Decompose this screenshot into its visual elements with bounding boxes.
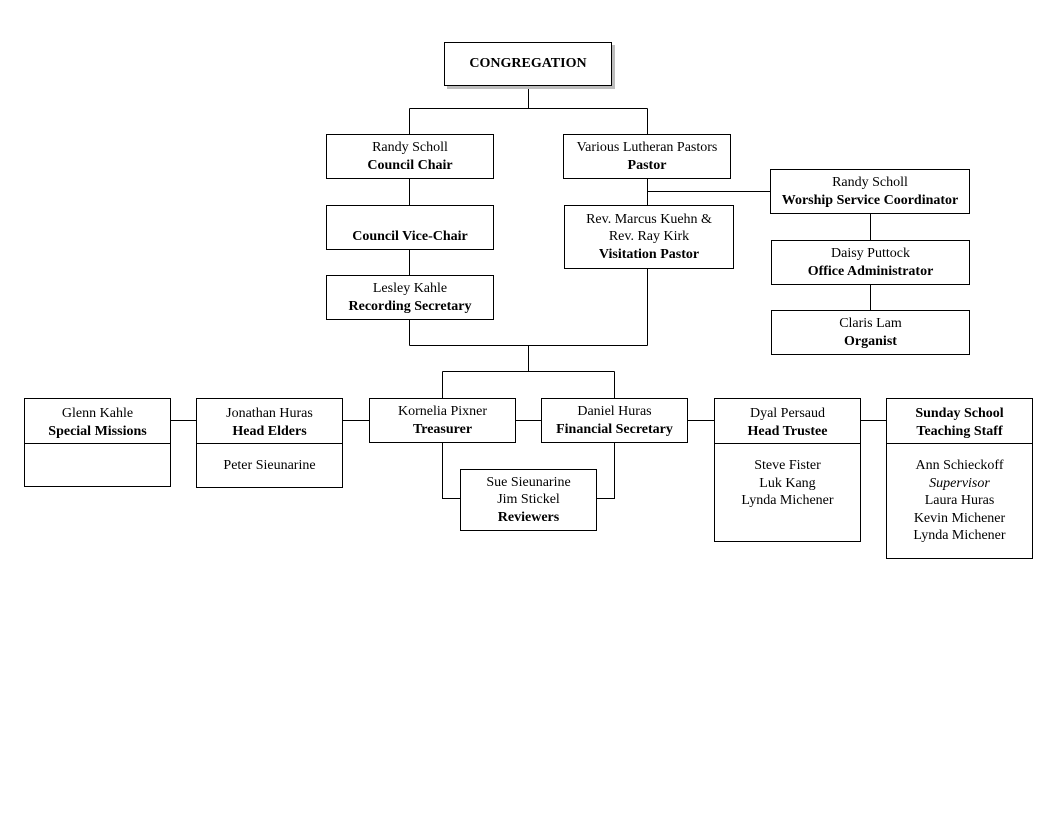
reviewers-role: Reviewers [497, 509, 560, 525]
visitation-pastor-name-2: Rev. Ray Kirk [608, 229, 690, 245]
organist-name: Claris Lam [839, 316, 902, 331]
financial-secretary-box: Daniel Huras Financial Secretary [541, 398, 688, 443]
visitation-pastor-role: Visitation Pastor [598, 246, 700, 262]
connector-reviewers [442, 442, 615, 499]
organist-box: Claris Lam Organist [771, 310, 970, 355]
council-chair-name: Randy Scholl [372, 140, 448, 155]
sunday-school-role-line-1: Sunday School [915, 406, 1004, 421]
reviewers-box: Sue Sieunarine Jim Stickel Reviewers [460, 469, 597, 531]
recording-secretary-box: Lesley Kahle Recording Secretary [326, 275, 494, 320]
worship-coordinator-box: Randy Scholl Worship Service Coordinator [770, 169, 970, 214]
council-vice-chair-role: Council Vice-Chair [352, 229, 468, 244]
sunday-school-teacher: Lynda Michener [913, 528, 1006, 543]
trustee-member: Luk Kang [759, 475, 816, 491]
head-elders-role: Head Elders [232, 423, 307, 439]
pastor-box: Various Lutheran Pastors Pastor [563, 134, 731, 179]
pastor-role: Pastor [627, 157, 667, 173]
sunday-school-role-line-2: Teaching Staff [916, 423, 1003, 439]
council-chair-box: Randy Scholl Council Chair [326, 134, 494, 179]
office-administrator-box: Daisy Puttock Office Administrator [771, 240, 970, 285]
visitation-pastor-box: Rev. Marcus Kuehn & Rev. Ray Kirk Visita… [564, 205, 734, 269]
treasurer-box: Kornelia Pixner Treasurer [369, 398, 516, 443]
trustee-member: Steve Fister [754, 458, 821, 473]
financial-secretary-role: Financial Secretary [556, 421, 673, 437]
office-administrator-name: Daisy Puttock [831, 246, 910, 261]
council-vice-chair-box: Council Vice-Chair [326, 205, 494, 250]
pastor-name: Various Lutheran Pastors [576, 140, 718, 155]
connector-pastor-chain [647, 178, 770, 346]
worship-coordinator-role: Worship Service Coordinator [781, 192, 959, 208]
sunday-school-teacher: Laura Huras [924, 493, 995, 508]
worship-coordinator-name: Randy Scholl [832, 175, 908, 190]
visitation-pastor-name-1: Rev. Marcus Kuehn & [586, 211, 712, 227]
head-elders-member: Peter Sieunarine [223, 458, 316, 473]
congregation-box: CONGREGATION [444, 42, 612, 86]
sunday-school-supervisor-note: Supervisor [929, 475, 990, 491]
recording-secretary-name: Lesley Kahle [372, 281, 448, 296]
council-chair-role: Council Chair [367, 157, 453, 173]
organist-role: Organist [844, 333, 897, 349]
sunday-school-teacher: Kevin Michener [913, 510, 1006, 526]
head-trustee-name: Dyal Persaud [749, 406, 826, 421]
treasurer-name: Kornelia Pixner [397, 404, 488, 419]
trustee-member: Lynda Michener [741, 493, 834, 508]
special-missions-box: Glenn Kahle Special Missions [24, 398, 171, 487]
head-elders-name: Jonathan Huras [226, 406, 313, 421]
head-trustee-role: Head Trustee [747, 423, 828, 439]
financial-secretary-name: Daniel Huras [577, 404, 652, 419]
head-elders-box: Jonathan Huras Head Elders Peter Sieunar… [196, 398, 343, 488]
sunday-school-box: Sunday School Teaching Staff Ann Schieck… [886, 398, 1033, 559]
reviewer-2: Jim Stickel [497, 492, 560, 508]
special-missions-name: Glenn Kahle [61, 406, 134, 421]
special-missions-role: Special Missions [48, 423, 147, 439]
reviewer-1: Sue Sieunarine [486, 474, 571, 490]
connector-congregation [409, 86, 648, 134]
treasurer-role: Treasurer [412, 421, 473, 437]
head-trustee-box: Dyal Persaud Head Trustee Steve Fister L… [714, 398, 861, 542]
sunday-school-supervisor-name: Ann Schieckoff [915, 458, 1004, 473]
office-administrator-role: Office Administrator [807, 263, 934, 279]
congregation-label: CONGREGATION [469, 56, 587, 71]
recording-secretary-role: Recording Secretary [348, 298, 472, 314]
connector-join [409, 345, 648, 398]
